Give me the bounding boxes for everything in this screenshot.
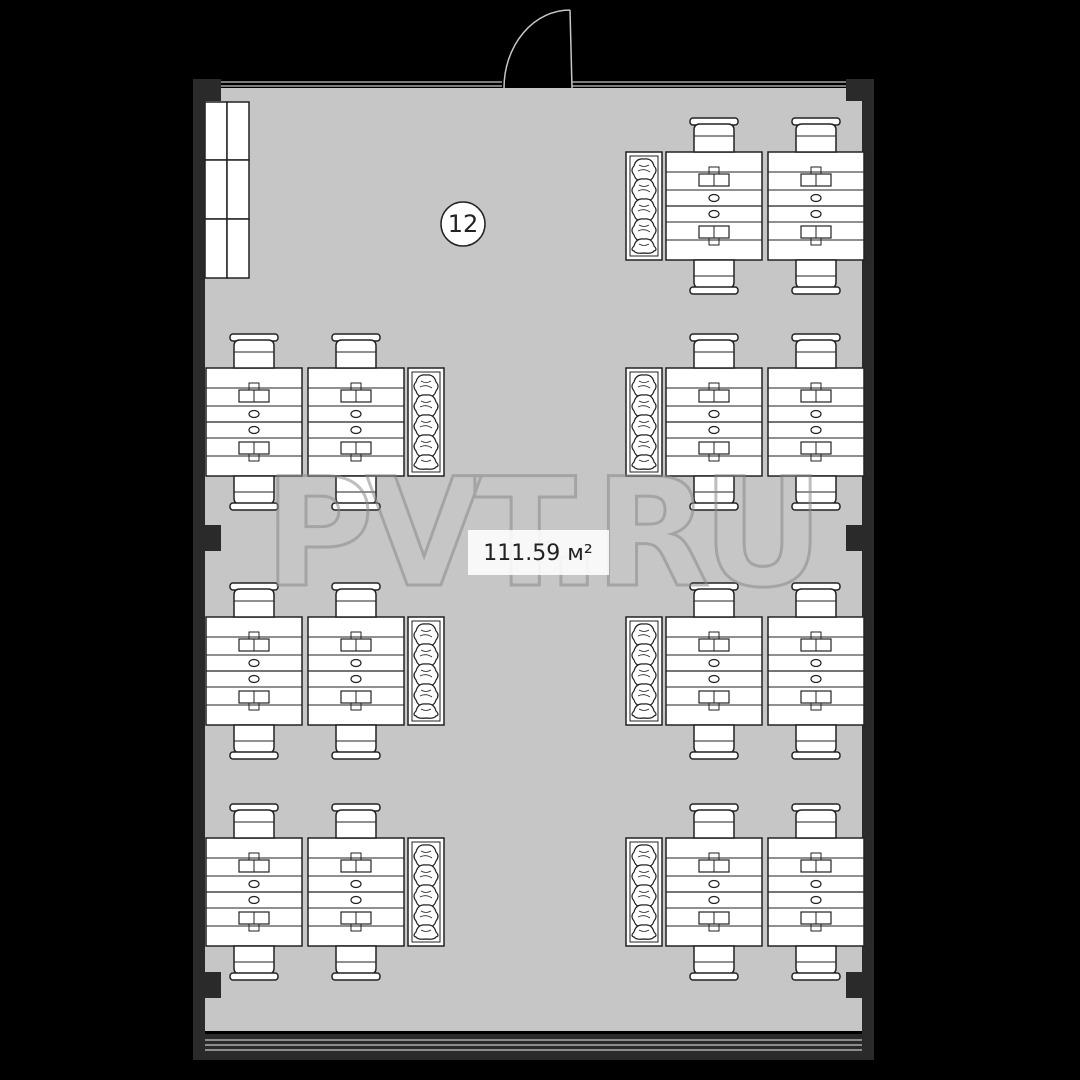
window-top [221, 81, 846, 87]
area-label: 111.59 м² [468, 530, 609, 575]
room-number: 12 [448, 210, 479, 238]
walls [193, 79, 874, 1060]
door [503, 9, 573, 89]
room-number-badge: 12 [440, 201, 486, 247]
area-value: 111.59 м² [483, 541, 592, 566]
storage-cabinet [204, 101, 250, 279]
window-bottom [205, 1039, 862, 1051]
